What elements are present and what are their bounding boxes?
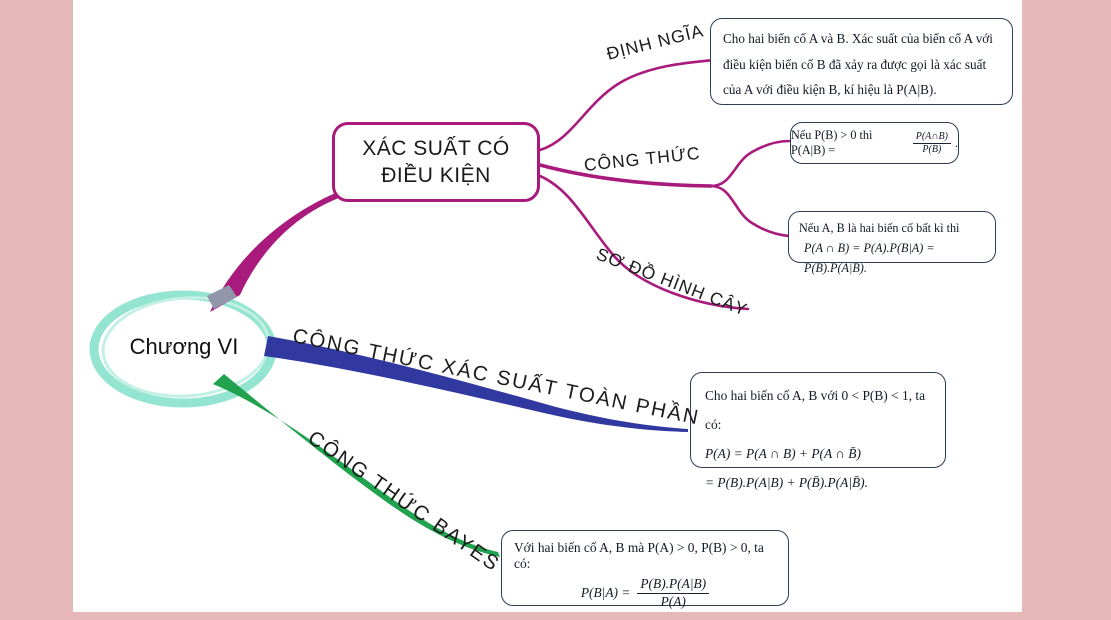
- fraction-denominator: P(A): [637, 592, 710, 611]
- total-probability-line1: Cho hai biến cố A, B với 0 < P(B) < 1, t…: [705, 388, 926, 432]
- bayes-fraction: P(B).P(A|B) P(A): [637, 576, 710, 611]
- bayes-line1: Với hai biến cố A, B mà P(A) > 0, P(B) >…: [514, 540, 764, 571]
- box-formula-conditional: Nếu P(B) > 0 thì P(A|B) = P(A∩B) P(B) .: [790, 122, 959, 164]
- bayes-lhs: P(B|A) =: [580, 585, 631, 601]
- box-total-probability: Cho hai biến cố A, B với 0 < P(B) < 1, t…: [690, 372, 946, 490]
- fraction-numerator: P(B).P(A|B): [640, 576, 707, 591]
- center-node-label: Chương VI: [129, 334, 239, 359]
- formula-multiplication-line2: P(A ∩ B) = P(A).P(B|A) = P(B).P(A|B).: [804, 241, 935, 275]
- node-conditional-line1: XÁC SUẤT CÓ: [362, 136, 510, 160]
- formula-conditional-prefix: Nếu P(B) > 0 thì P(A|B) =: [791, 128, 873, 157]
- fraction-denominator: P(B): [912, 142, 951, 156]
- box-definition: Cho hai biến cố A và B. Xác suất của biế…: [710, 18, 1013, 105]
- total-probability-line2: P(A) = P(A ∩ B) + P(A ∩ B̄): [705, 446, 861, 461]
- formula-conditional-fraction: P(A∩B) P(B): [912, 130, 951, 156]
- definition-text: Cho hai biến cố A và B. Xác suất của biế…: [723, 31, 993, 97]
- node-conditional-line2: ĐIỀU KIỆN: [381, 164, 491, 187]
- node-conditional: XÁC SUẤT CÓ ĐIỀU KIỆN: [332, 122, 540, 202]
- formula-conditional-suffix: .: [954, 135, 958, 150]
- bayes-formula-row: P(B|A) = P(B).P(A|B) P(A): [514, 576, 776, 611]
- total-probability-line3: = P(B).P(A|B) + P(B̄).P(A|B̄).: [705, 475, 868, 490]
- box-bayes: Với hai biến cố A, B mà P(A) > 0, P(B) >…: [501, 530, 789, 609]
- box-formula-multiplication: Nếu A, B là hai biến cố bất kì thì P(A ∩…: [788, 211, 996, 275]
- fraction-numerator: P(A∩B): [915, 130, 948, 142]
- formula-multiplication-line1: Nếu A, B là hai biến cố bất kì thì: [799, 221, 960, 235]
